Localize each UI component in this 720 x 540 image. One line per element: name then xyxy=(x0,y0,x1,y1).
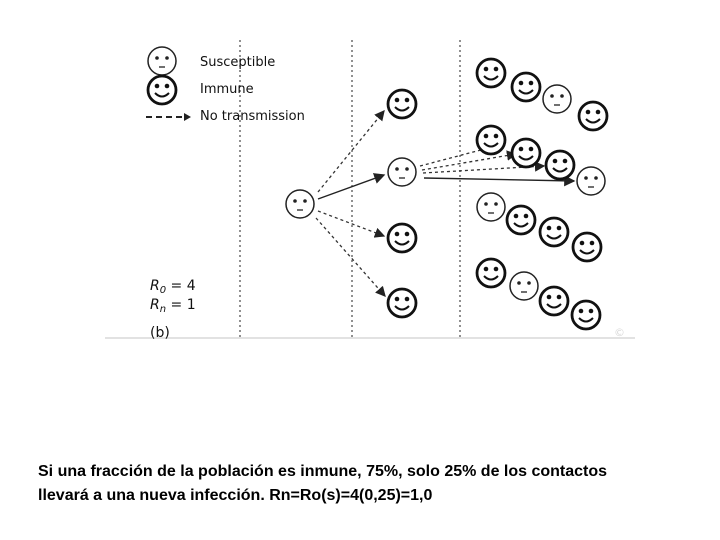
transmission-arrow xyxy=(317,173,386,200)
immune-face-icon xyxy=(475,57,507,89)
susceptible-face-icon xyxy=(576,166,606,196)
legend-no-transmission-arrow-icon xyxy=(146,113,191,121)
r0-label: R0 = 4 xyxy=(150,278,196,296)
caption-line-2: llevará a una nueva infección. Rn=Ro(s)=… xyxy=(38,487,433,504)
susceptible-face-icon xyxy=(285,189,315,219)
legend-susceptible-label: Susceptible xyxy=(200,55,275,70)
immune-face-icon xyxy=(475,257,507,289)
immune-face-icon xyxy=(538,216,570,248)
susceptible-face-icon xyxy=(509,271,539,301)
no-transmission-arrow xyxy=(315,217,386,297)
immune-face-icon xyxy=(386,88,418,120)
immune-face-icon xyxy=(505,204,537,236)
no-transmission-arrow xyxy=(419,143,498,167)
caption-line-1: Si una fracción de la población es inmun… xyxy=(38,463,608,480)
legend: Susceptible Immune No transmission xyxy=(146,46,305,124)
no-transmission-arrow xyxy=(317,109,385,193)
susceptible-face-icon xyxy=(542,84,572,114)
no-transmission-arrow xyxy=(422,161,546,174)
immune-face-icon xyxy=(510,71,542,103)
immune-face-icon xyxy=(538,285,570,317)
immune-face-icon xyxy=(577,100,609,132)
susceptible-face-icon xyxy=(387,157,417,187)
legend-no-transmission-label: No transmission xyxy=(200,109,305,124)
caption: Si una fracción de la población es inmun… xyxy=(38,460,698,508)
legend-immune-label: Immune xyxy=(200,82,254,97)
immune-face-icon xyxy=(570,299,602,331)
rn-label: Rn = 1 xyxy=(150,297,196,315)
legend-susceptible-face-icon xyxy=(147,46,177,76)
no-transmission-arrow xyxy=(421,150,518,171)
immune-face-icon xyxy=(475,124,507,156)
immune-face-icon xyxy=(544,149,576,181)
immune-face-icon xyxy=(571,231,603,263)
scan-artifact: © xyxy=(614,326,625,339)
legend-immune-face-icon xyxy=(146,74,178,106)
immune-face-icon xyxy=(386,287,418,319)
immune-face-icon xyxy=(510,137,542,169)
susceptible-face-icon xyxy=(476,192,506,222)
immune-face-icon xyxy=(386,222,418,254)
transmission-arrow xyxy=(423,175,576,187)
panel-label: (b) xyxy=(150,325,170,341)
